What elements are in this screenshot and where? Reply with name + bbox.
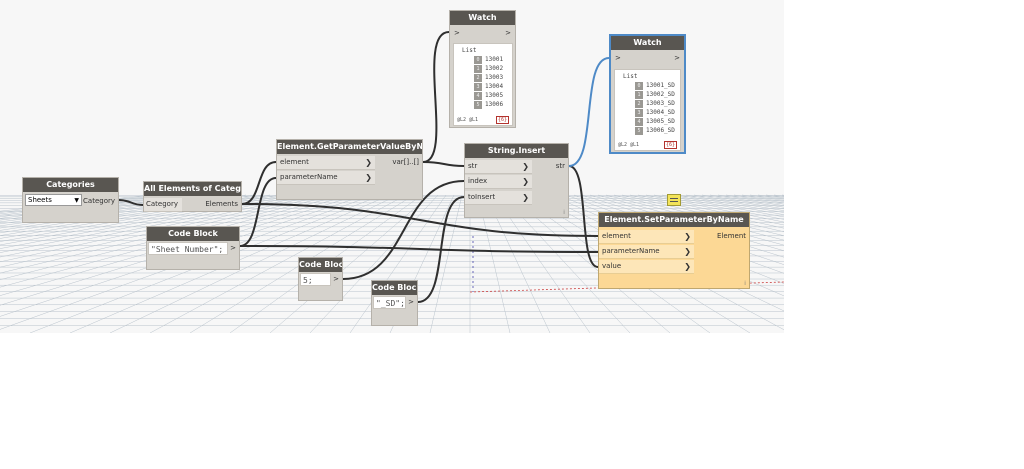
node-title: Code Block xyxy=(299,258,342,272)
caret-down-icon: ▼ xyxy=(74,197,79,204)
output-port[interactable]: > xyxy=(505,29,511,37)
port-label: toInsert xyxy=(468,193,496,201)
port-label: str xyxy=(468,162,478,170)
output-port[interactable]: > xyxy=(230,244,236,252)
resize-grip-icon[interactable]: ⁞ xyxy=(563,209,565,216)
input-port-index[interactable]: index ❯ xyxy=(465,175,532,189)
node-title: Watch xyxy=(611,36,684,50)
chevron-right-icon: ❯ xyxy=(365,158,372,167)
input-port-value[interactable]: value ❯ xyxy=(599,260,694,274)
input-port-toinsert[interactable]: toInsert ❯ xyxy=(465,191,532,205)
chevron-right-icon: ❯ xyxy=(684,262,691,271)
list-label: List xyxy=(623,73,638,80)
chevron-right-icon: ❯ xyxy=(684,247,691,256)
node-title: Categories xyxy=(23,178,118,192)
output-port-elements[interactable]: Elements xyxy=(205,200,238,208)
port-label: parameterName xyxy=(280,173,338,181)
output-port[interactable]: > xyxy=(408,298,414,306)
resize-grip-icon[interactable]: ⁞ xyxy=(744,280,746,287)
list-levels: @L2 @L1 xyxy=(457,117,479,123)
node-title: String.Insert xyxy=(465,144,568,158)
output-port[interactable]: > xyxy=(674,54,680,62)
get-parameter-node[interactable]: Element.GetParameterValueByName element … xyxy=(276,139,423,200)
chevron-right-icon: ❯ xyxy=(365,173,372,182)
chevron-right-icon: ❯ xyxy=(684,232,691,241)
code-editor[interactable]: 5; xyxy=(300,273,331,286)
item-count: {6} xyxy=(663,141,677,149)
chevron-right-icon: ❯ xyxy=(522,177,529,186)
dropdown-value: Sheets xyxy=(28,196,52,204)
port-label: element xyxy=(602,232,631,240)
node-title: Element.GetParameterValueByName xyxy=(277,140,422,154)
output-port[interactable]: str xyxy=(555,162,565,170)
node-title: Code Block xyxy=(147,227,239,241)
list-label: List xyxy=(462,47,477,54)
node-title: All Elements of Category xyxy=(144,182,241,196)
output-port[interactable]: > xyxy=(333,275,339,283)
port-label: parameterName xyxy=(602,247,660,255)
item-count: {6} xyxy=(495,116,509,124)
code-block-node-3[interactable]: Code Block "_SD"; > xyxy=(371,280,418,326)
chevron-right-icon: ❯ xyxy=(522,193,529,202)
port-label: element xyxy=(280,158,309,166)
port-label: value xyxy=(602,262,622,270)
string-insert-node[interactable]: String.Insert str ❯ index ❯ toInsert ❯ s… xyxy=(464,143,569,218)
all-elements-node[interactable]: All Elements of Category Category Elemen… xyxy=(143,181,242,212)
port-label: index xyxy=(468,177,488,185)
input-port-parametername[interactable]: parameterName ❯ xyxy=(277,171,375,185)
output-port[interactable]: var[]..[] xyxy=(392,158,419,166)
code-block-node-2[interactable]: Code Block 5; > xyxy=(298,257,343,301)
categories-node[interactable]: Categories Sheets ▼ Category xyxy=(22,177,119,223)
node-title: Watch xyxy=(450,11,515,25)
set-parameter-node[interactable]: Element.SetParameterByName element ❯ par… xyxy=(598,212,750,289)
node-title: Code Block xyxy=(372,281,417,295)
input-port-element[interactable]: element ❯ xyxy=(599,230,694,244)
input-port[interactable]: > xyxy=(615,54,621,62)
node-title: Element.SetParameterByName xyxy=(599,213,749,227)
input-port-str[interactable]: str ❯ xyxy=(465,160,532,174)
chevron-right-icon: ❯ xyxy=(522,162,529,171)
input-port-parametername[interactable]: parameterName ❯ xyxy=(599,245,694,259)
code-editor[interactable]: "_SD"; xyxy=(373,296,406,309)
graph-canvas[interactable]: Categories Sheets ▼ Category All Element… xyxy=(0,0,784,333)
code-editor[interactable]: "Sheet Number"; xyxy=(148,242,228,255)
comment-icon[interactable] xyxy=(667,194,681,206)
input-port-category[interactable]: Category xyxy=(144,198,182,212)
output-port[interactable]: Category xyxy=(83,197,115,205)
input-port[interactable]: > xyxy=(454,29,460,37)
input-port-element[interactable]: element ❯ xyxy=(277,156,375,170)
output-port[interactable]: Element xyxy=(717,232,746,240)
list-levels: @L2 @L1 xyxy=(618,142,640,148)
category-dropdown[interactable]: Sheets ▼ xyxy=(25,194,82,206)
code-block-node-1[interactable]: Code Block "Sheet Number"; > xyxy=(146,226,240,270)
